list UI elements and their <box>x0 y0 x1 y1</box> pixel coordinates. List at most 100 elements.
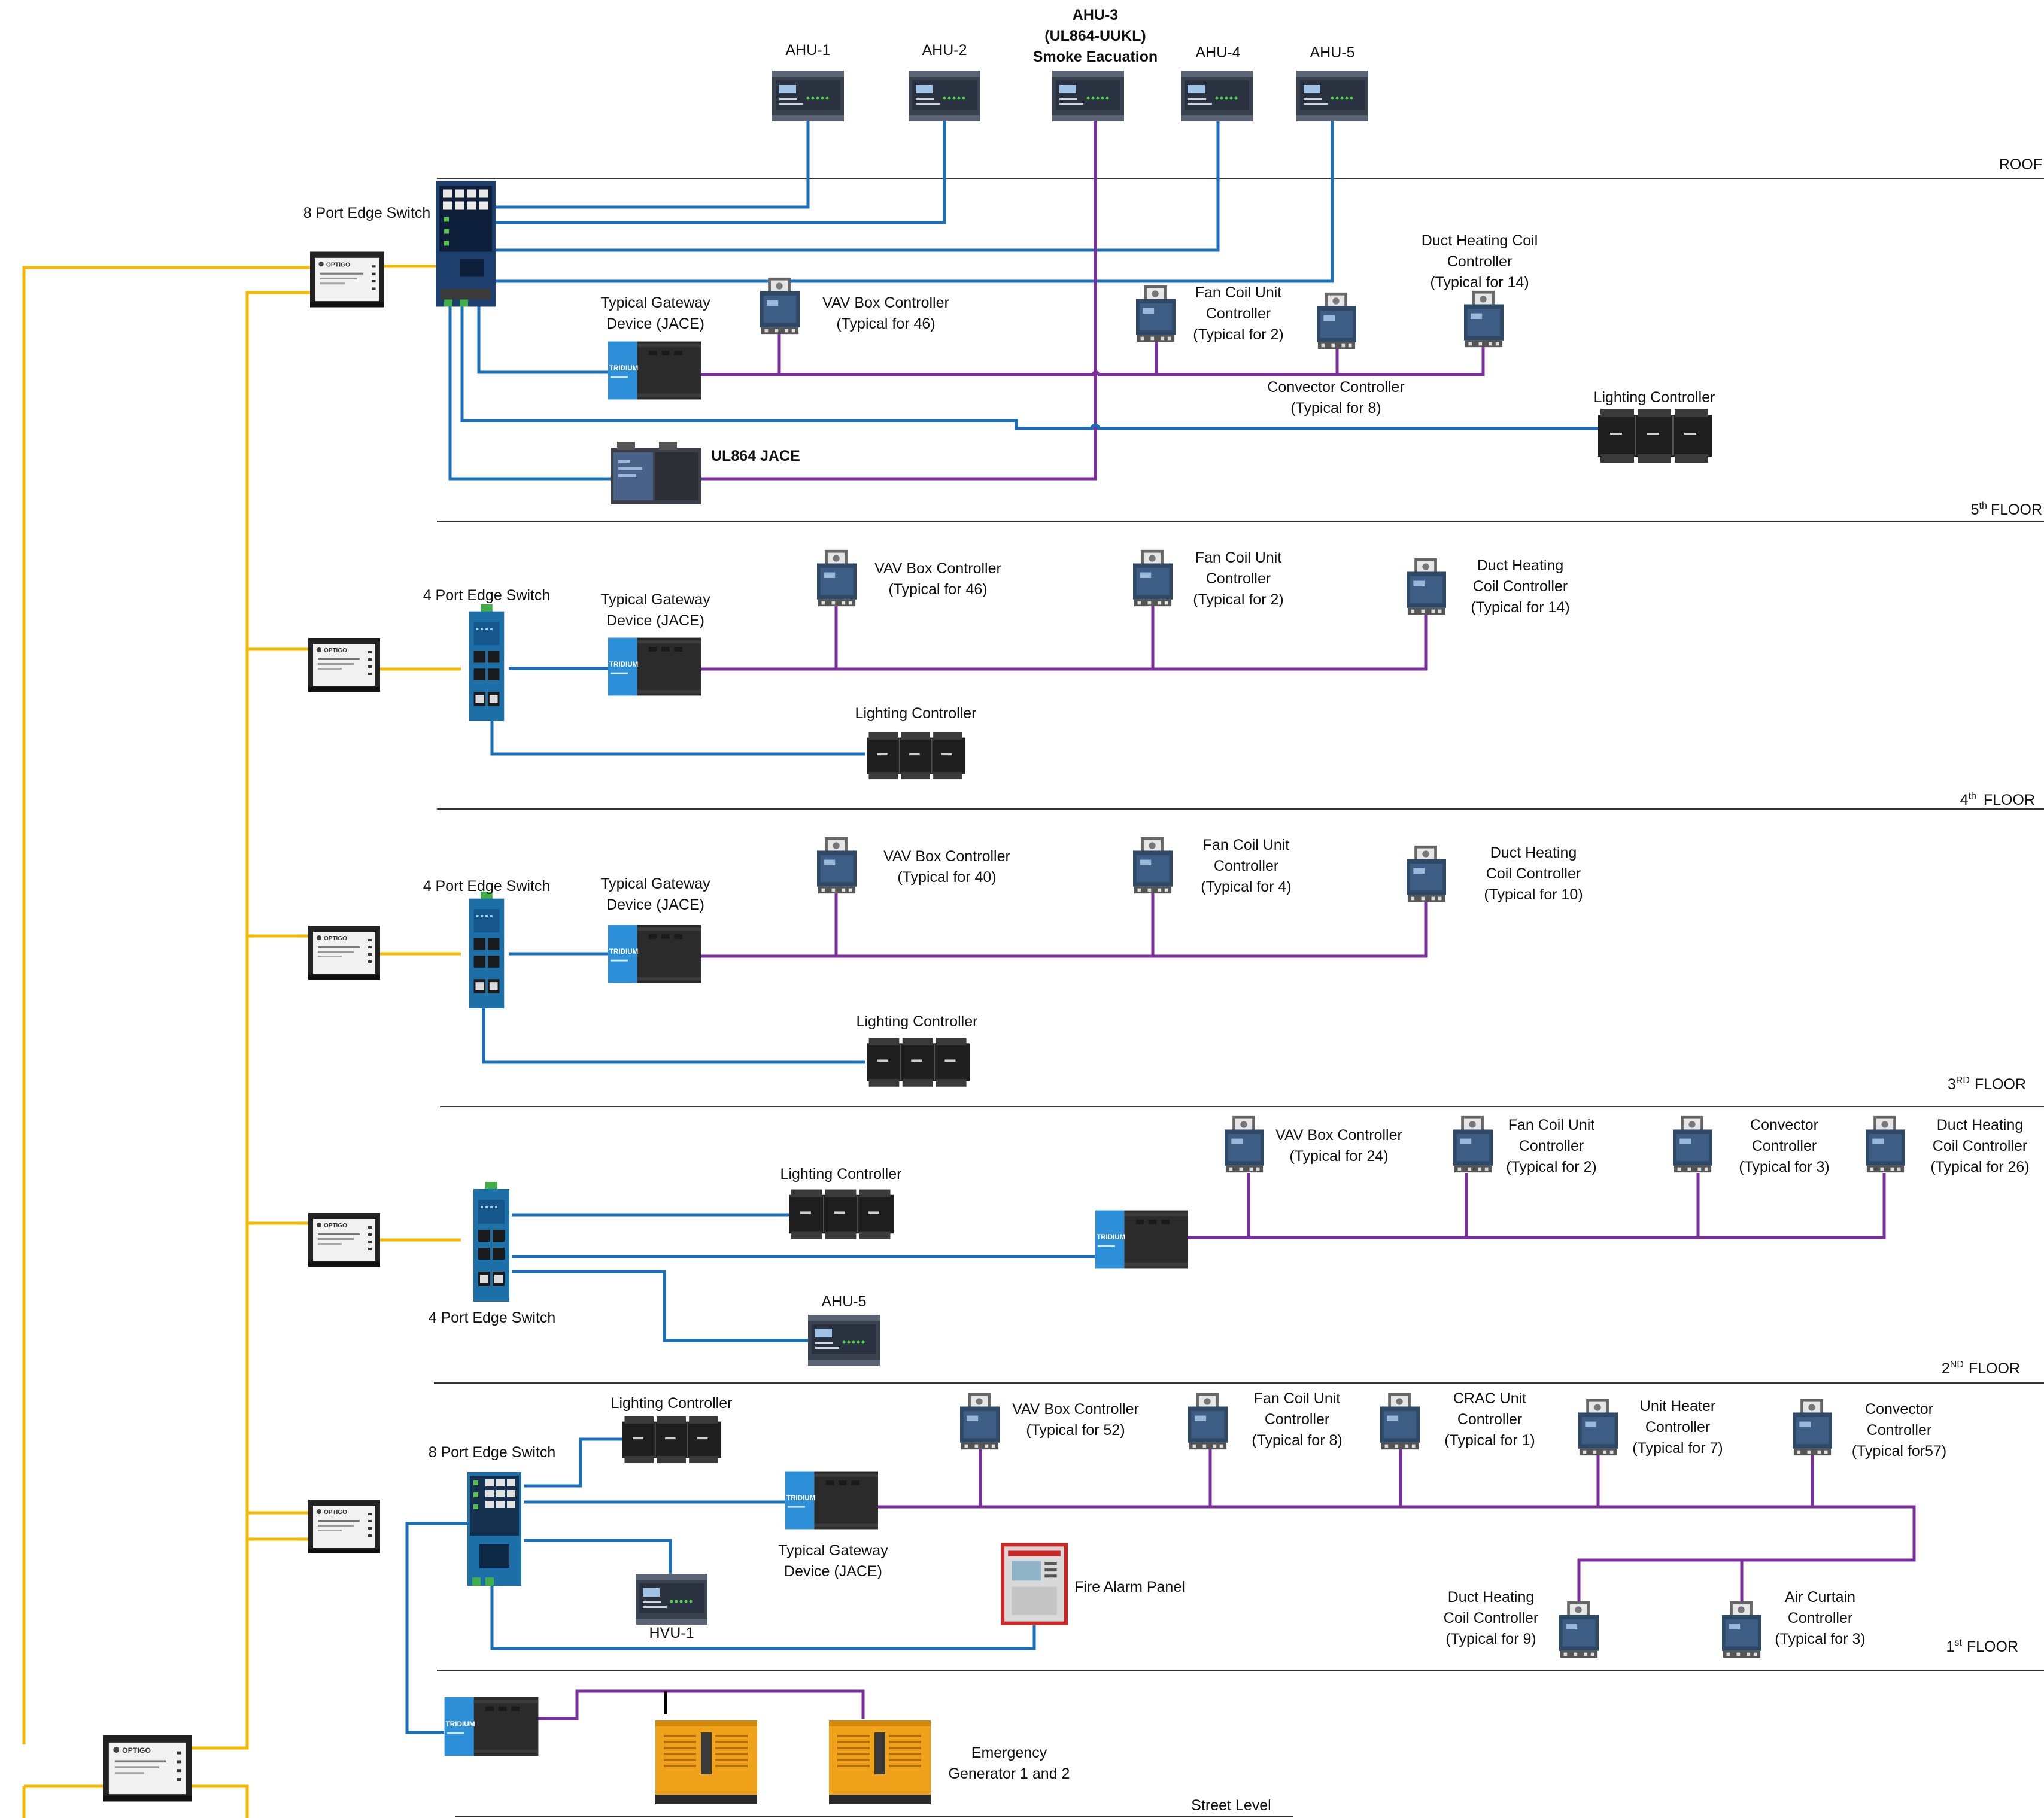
label-uh-1st-l3: (Typical for 7) <box>1632 1440 1723 1457</box>
floor-label-roof: ROOF <box>1999 156 2042 173</box>
lighting-controller-1st <box>622 1415 721 1464</box>
label-dhc-3rd-l1: Duct Heating <box>1490 844 1577 861</box>
label-fcu-5th-l2: Controller <box>1206 305 1271 322</box>
dhc-controller-3rd <box>1407 845 1446 902</box>
fcu-controller-1st <box>1188 1393 1228 1450</box>
label-conv-1st-l3: (Typical for57) <box>1852 1443 1946 1460</box>
label-dhc-4th-l1: Duct Heating <box>1477 557 1564 574</box>
dhc-controller-1st <box>1559 1601 1599 1658</box>
label-ul864-jace: UL864 JACE <box>711 448 800 464</box>
label-ahu-2: AHU-2 <box>922 42 967 59</box>
splitter-main <box>103 1735 192 1802</box>
label-switch-1st: 8 Port Edge Switch <box>429 1444 556 1461</box>
label-fcu-1st-l2: Controller <box>1265 1411 1329 1428</box>
label-light-3rd: Lighting Controller <box>857 1013 978 1030</box>
vav-controller-1st <box>960 1393 1000 1450</box>
label-conv-1st-l1: Convector <box>1865 1401 1933 1418</box>
fcu-controller-2nd <box>1453 1115 1493 1173</box>
fcu-controller-4th <box>1133 549 1173 607</box>
label-gw-1st-l1: Typical Gateway <box>778 1542 888 1559</box>
jace-5th <box>608 341 701 400</box>
label-ahu-3-line1: AHU-3 <box>1073 7 1118 23</box>
splitter-4th <box>308 638 380 692</box>
label-fcu-1st-l1: Fan Coil Unit <box>1254 1390 1341 1407</box>
ahu-5 <box>1296 71 1368 121</box>
ul864-jace <box>611 442 701 504</box>
label-fcu-2nd-l2: Controller <box>1519 1138 1584 1154</box>
floor-label-street: Street Level <box>1191 1797 1271 1814</box>
label-ac-1st-l1: Air Curtain <box>1785 1589 1855 1606</box>
label-vav-4th-l1: VAV Box Controller <box>874 560 1001 577</box>
field-controllers <box>760 277 1905 1658</box>
label-light-2nd: Lighting Controller <box>780 1166 902 1182</box>
label-ahu-3-line2: (UL864-UUKL) <box>1044 28 1146 44</box>
lighting-controller-4th <box>867 731 965 780</box>
label-light-1st: Lighting Controller <box>611 1395 733 1412</box>
ahu-2 <box>909 71 980 121</box>
splitter-roof <box>310 251 384 308</box>
label-dhc-1st-l3: (Typical for 9) <box>1445 1631 1536 1647</box>
label-switch-4th: 4 Port Edge Switch <box>423 587 551 604</box>
floor-lines <box>434 178 2044 1817</box>
dhc-controller-2nd <box>1866 1115 1905 1173</box>
dhc-controller-5th <box>1464 290 1504 348</box>
label-ac-1st-l3: (Typical for 3) <box>1775 1631 1865 1647</box>
dhc-controller-4th <box>1407 558 1446 615</box>
label-fcu-3rd-l3: (Typical for 4) <box>1201 878 1291 895</box>
label-vav-2nd-l2: (Typical for 24) <box>1289 1148 1388 1165</box>
convector-controller-2nd <box>1673 1115 1712 1173</box>
label-ahu-1: AHU-1 <box>785 42 830 59</box>
jace-4th <box>608 637 701 696</box>
label-dhc-2nd-l1: Duct Heating <box>1937 1117 2024 1133</box>
label-vav-3rd-l1: VAV Box Controller <box>883 848 1010 865</box>
label-vav-5th-l1: VAV Box Controller <box>822 294 949 311</box>
bacnet-trunks <box>537 120 1916 1720</box>
label-ac-1st-l2: Controller <box>1788 1610 1852 1627</box>
ahu-5-2nd <box>808 1315 880 1366</box>
label-light-5th: Lighting Controller <box>1594 389 1715 406</box>
label-switch-2nd: 4 Port Edge Switch <box>429 1309 556 1326</box>
label-conv-2nd-l3: (Typical for 3) <box>1739 1159 1829 1175</box>
label-fire-alarm: Fire Alarm Panel <box>1074 1579 1185 1595</box>
line-crossings <box>1089 423 1101 430</box>
label-vav-2nd-l1: VAV Box Controller <box>1275 1127 1402 1144</box>
switch-roof <box>436 181 496 307</box>
label-crac-1st-l3: (Typical for 1) <box>1444 1432 1535 1449</box>
jace-3rd <box>608 925 701 983</box>
label-dhc-3rd-l3: (Typical for 10) <box>1484 886 1583 903</box>
label-dhc-1st-l2: Coil Controller <box>1444 1610 1538 1627</box>
label-ahu-4: AHU-4 <box>1195 44 1240 61</box>
label-vav-1st-l2: (Typical for 52) <box>1026 1422 1125 1439</box>
ahu-1 <box>772 71 844 121</box>
generator-2 <box>829 1720 931 1804</box>
jace-street <box>444 1697 539 1756</box>
label-vav-5th-l2: (Typical for 46) <box>836 315 935 332</box>
label-fcu-2nd-l3: (Typical for 2) <box>1506 1159 1596 1175</box>
label-fcu-3rd-l1: Fan Coil Unit <box>1203 837 1290 853</box>
switch-1st <box>467 1472 521 1586</box>
splitter-1st <box>308 1500 380 1553</box>
label-crac-1st-l1: CRAC Unit <box>1453 1390 1526 1407</box>
switch-2nd <box>473 1182 509 1302</box>
label-conv-2nd-l2: Controller <box>1752 1138 1817 1154</box>
label-ahu-3-line3: Smoke Eacuation <box>1033 48 1158 65</box>
switch-4th <box>469 604 505 721</box>
lighting-controller-5th <box>1598 408 1712 463</box>
label-gw-5th-l2: Device (JACE) <box>606 315 704 332</box>
ethernet-links <box>405 120 1600 1734</box>
convector-controller-1st <box>1793 1399 1832 1456</box>
label-vav-4th-l2: (Typical for 46) <box>888 581 987 598</box>
convector-controller-5th <box>1317 292 1356 349</box>
jace-2nd <box>1095 1210 1188 1269</box>
unit-heater-controller-1st <box>1578 1399 1618 1456</box>
vav-controller-4th <box>817 549 857 607</box>
label-fcu-1st-l3: (Typical for 8) <box>1252 1432 1342 1449</box>
fcu-controller-5th <box>1136 285 1176 342</box>
label-crac-1st-l2: Controller <box>1457 1411 1522 1428</box>
label-light-4th: Lighting Controller <box>855 705 977 722</box>
air-curtain-controller-1st <box>1722 1601 1761 1658</box>
